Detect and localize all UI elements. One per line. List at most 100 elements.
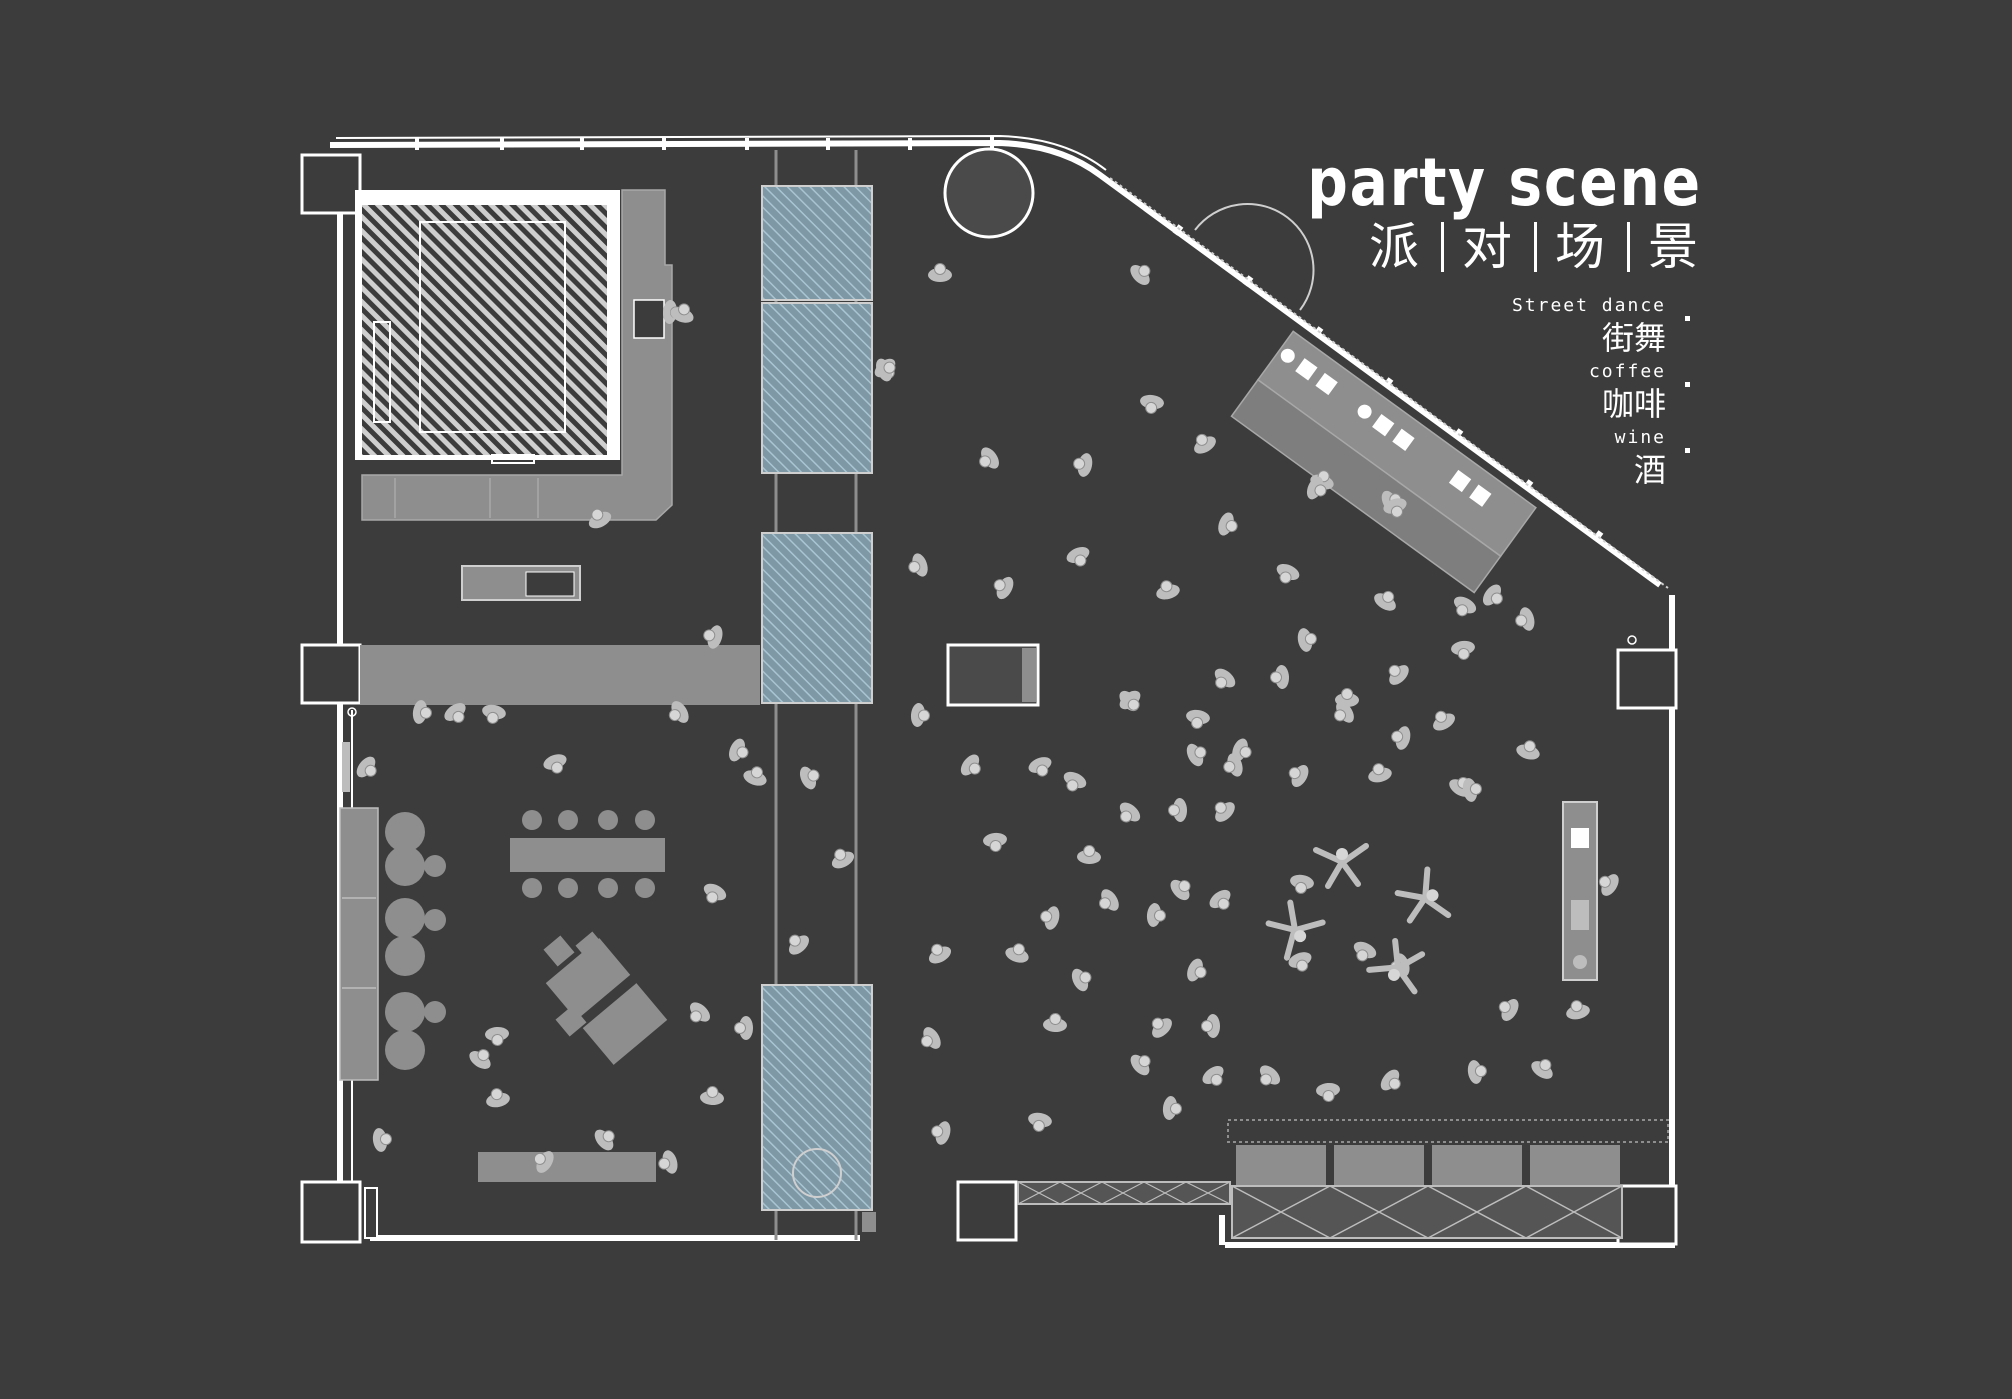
person-figure	[908, 553, 928, 577]
legend-item-wine: wine 酒	[1512, 427, 1690, 492]
person-figure	[1276, 563, 1300, 584]
stage-platform	[355, 190, 620, 464]
person-figure	[1598, 874, 1619, 896]
person-figure	[1306, 476, 1327, 500]
title-separator	[1441, 222, 1444, 272]
legend-label-cn: 酒	[1633, 451, 1666, 489]
wall-shelf	[342, 742, 350, 792]
person-figure	[1140, 394, 1164, 414]
legend-item-coffee: coffee 咖啡	[1512, 362, 1690, 426]
person-figure	[1482, 584, 1503, 606]
person-figure	[729, 738, 749, 762]
person-figure	[1186, 709, 1210, 729]
person-figure	[979, 447, 999, 469]
person-figure	[931, 1121, 951, 1145]
person-figure	[1374, 590, 1396, 611]
person-figure	[594, 1129, 615, 1151]
person-figure	[703, 625, 723, 649]
person-figure	[486, 1088, 510, 1108]
title-char: 派	[1369, 218, 1423, 276]
dancer-figure	[1265, 899, 1326, 961]
person-figure	[1433, 710, 1455, 731]
person-figure	[1187, 958, 1207, 982]
wall-marker	[1627, 635, 1637, 645]
person-figure	[1214, 668, 1236, 689]
person-figure	[588, 508, 612, 529]
door-swing	[1194, 203, 1315, 311]
person-figure	[993, 576, 1014, 600]
coffee-bar-counter	[361, 189, 673, 521]
person-figure	[703, 883, 727, 904]
person-figure	[1146, 903, 1166, 927]
counter-item	[1573, 955, 1587, 969]
person-figure	[412, 700, 432, 724]
title-separator	[1627, 222, 1630, 272]
legend-label-cn: 街舞	[1601, 319, 1666, 357]
person-figure	[469, 1049, 491, 1069]
person-figure	[734, 1016, 753, 1040]
person-figure	[1202, 1065, 1224, 1086]
person-figure	[1453, 596, 1477, 617]
counter-item	[1571, 900, 1589, 930]
wine-bar-counter	[1230, 330, 1537, 594]
long-bar-table	[360, 645, 760, 705]
stage-inner-outline	[419, 221, 566, 433]
person-figure	[1162, 1096, 1182, 1120]
person-figure	[1467, 1060, 1487, 1084]
person-figure	[1194, 433, 1216, 454]
top-wall-inner-line	[335, 134, 1107, 171]
person-figure	[1531, 1059, 1553, 1079]
glass-partition	[761, 150, 876, 1240]
person-figure	[1380, 1069, 1401, 1091]
title-chinese: 派 对 场 景	[1369, 222, 1702, 272]
person-figure	[1288, 764, 1309, 788]
person-figure	[1316, 1082, 1340, 1102]
person-figure	[1063, 771, 1087, 792]
person-figure	[920, 1027, 941, 1049]
person-figure	[983, 832, 1007, 852]
door-jamb	[364, 1187, 378, 1239]
legend-label-cn: 咖啡	[1601, 385, 1666, 423]
person-figure	[1223, 753, 1243, 777]
person-figure	[1516, 740, 1540, 760]
columns	[300, 153, 1678, 1246]
person-figure	[1391, 726, 1411, 750]
person-figure	[1071, 968, 1092, 992]
title-char: 景	[1648, 218, 1702, 276]
sink-basin	[525, 571, 575, 597]
top-wall	[329, 139, 1662, 588]
person-figure	[1186, 743, 1207, 767]
person-figure	[831, 848, 855, 869]
person-figure	[700, 1086, 724, 1106]
person-figure	[1043, 1013, 1067, 1033]
legend-label-en: wine	[1614, 427, 1666, 448]
person-figure	[668, 701, 689, 723]
person-figure	[689, 1002, 710, 1023]
dj-booth-desk	[1022, 648, 1036, 702]
column-mid-left	[300, 643, 362, 705]
person-figure	[1077, 845, 1101, 865]
person-figure	[1130, 1054, 1151, 1076]
person-figure	[1028, 1112, 1052, 1132]
person-figure	[1119, 690, 1141, 711]
person-figure	[1451, 640, 1475, 660]
column-bottom-right	[1616, 1184, 1678, 1246]
person-figure	[1151, 1017, 1172, 1038]
person-figure	[1462, 778, 1482, 802]
person-figure	[356, 756, 377, 778]
person-figure	[1168, 798, 1188, 822]
person-figure	[1290, 874, 1314, 894]
person-figure	[1119, 802, 1141, 823]
person-figure	[1209, 889, 1231, 910]
person-figure	[788, 934, 809, 955]
person-figure	[910, 703, 930, 727]
person-figure	[1066, 547, 1090, 567]
person-figure	[543, 754, 567, 774]
person-figure	[1259, 1065, 1281, 1086]
person-figure	[1297, 628, 1317, 652]
person-figure	[1098, 889, 1119, 911]
legend-item-street-dance: Street dance 街舞	[1512, 296, 1690, 360]
left-lounge-furniture	[339, 807, 668, 1182]
person-figure	[1170, 879, 1191, 901]
